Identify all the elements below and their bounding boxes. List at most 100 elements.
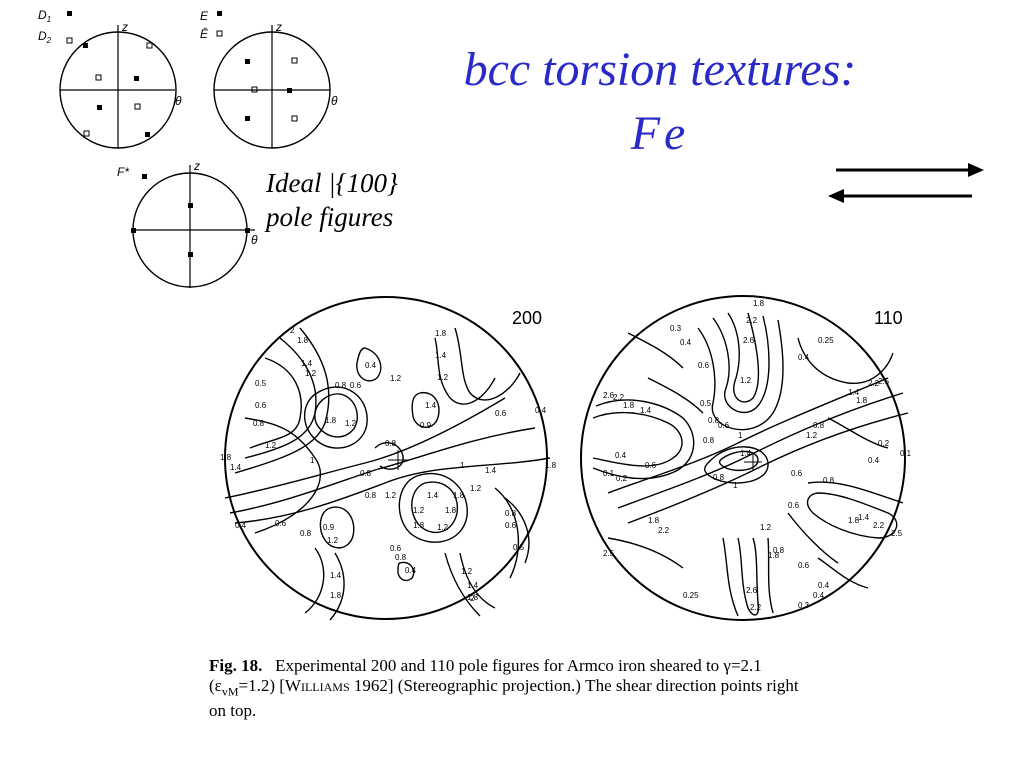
pf110-contour-label: 0.2	[616, 474, 628, 483]
pf110-contour-label: 1.8	[623, 401, 635, 410]
pf110-contour-label: 1.8	[648, 516, 660, 525]
caption-text-2c: 1962] (Stereographic projection.) The sh…	[349, 676, 799, 695]
pf110-contour-label: 0.25	[818, 336, 834, 345]
pf200-contour-label: 1.4	[330, 571, 342, 580]
caption-line-2: (εvM=1.2) [Williams 1962] (Stereographic…	[209, 676, 954, 701]
title-line-1: bcc torsion textures:	[463, 43, 857, 96]
pf110-contour-label: 1	[733, 481, 738, 490]
pf200-contour-label: 1.2	[437, 523, 449, 532]
title-line-2: Fe	[630, 107, 690, 160]
pf200-contour-label: 1.4	[435, 351, 447, 360]
pf200-contour-label: 1.8	[330, 591, 342, 600]
pf110-contour-label: 0.4	[798, 353, 810, 362]
pf200-contour-label: 1.2	[265, 441, 277, 450]
pf110-contour-label: 0.1	[900, 449, 912, 458]
pf200-contour-label: 1.4	[427, 491, 439, 500]
pf200-contour-label: 1.8	[445, 506, 457, 515]
legend-d1: D1	[38, 8, 51, 24]
pf200-contour-label: 1	[310, 456, 315, 465]
pf110-contour-label: 2.6	[746, 586, 758, 595]
axis-theta: θ	[251, 233, 258, 247]
pf110-contour-label: 0.6	[791, 469, 803, 478]
pf110-contour-label: 1.2	[740, 376, 752, 385]
pf200-contour-label: 0.5	[513, 543, 525, 552]
pf110-contour-label: 0.4	[818, 581, 830, 590]
caption-text-2b: =1.2) [	[238, 676, 285, 695]
pf200-contour-label: 0.4	[535, 406, 547, 415]
pf200-contour-label: 1.4	[467, 581, 479, 590]
ideal-pole-figure-f: F* z θ	[117, 159, 258, 288]
caption-epsilon: (ε	[209, 676, 222, 695]
pf200-contour-label: 1.8	[297, 336, 309, 345]
pf110-contour-label: 0.3	[798, 601, 810, 610]
pf110-contour-label: 1.4	[848, 388, 860, 397]
pf110-contour-label: 0.6	[645, 461, 657, 470]
pf110-contour-label: 2.5	[891, 529, 903, 538]
pf200-contour-label: 1.8	[467, 593, 479, 602]
pf200-contour-label: 1.2	[413, 506, 425, 515]
pf200-contour-label: 1.2	[470, 484, 482, 493]
axis-z: z	[275, 20, 282, 34]
ideal-pole-figure-e: E Ē z θ	[200, 9, 338, 149]
pf200-contour-label: 1	[460, 461, 465, 470]
axis-theta: θ	[331, 94, 338, 108]
pf200-contour-label: 0.9	[420, 421, 432, 430]
pf200-contour-label: 0.6	[505, 521, 517, 530]
pf110-contour-label: 1.4	[740, 449, 752, 458]
pf200-contour-label: 1.8	[220, 453, 232, 462]
pf200-contour-label: 1.2	[305, 369, 317, 378]
pf200-contour-label: 1.2	[437, 373, 449, 382]
pole-figure-label: 110	[874, 308, 903, 328]
pf110-contour-label: 2.2	[750, 603, 762, 612]
pf110-contour-label: 2.2	[746, 316, 758, 325]
pf110-contour-label: 0.6	[698, 361, 710, 370]
pf110-contour-label: 0.8	[708, 416, 720, 425]
pf200-contour-label: 0.6	[495, 409, 507, 418]
pf200-contour-label: 1.2	[345, 419, 357, 428]
pf200-contour-label: 0.8	[505, 509, 517, 518]
pf110-contour-label: 0.8	[773, 546, 785, 555]
pf110-contour-label: 0.6	[798, 561, 810, 570]
pf110-contour-label: 1.2	[760, 523, 772, 532]
pf110-contour-label: 2.2	[873, 521, 885, 530]
pf200-contour-label: 0.8	[300, 529, 312, 538]
pf110-contour-label: 2.5	[878, 377, 890, 386]
pf110-contour-label: 1.4	[640, 406, 652, 415]
pf110-contour-label: 0.25	[683, 591, 699, 600]
pf110-contour-label: 2.5	[603, 549, 615, 558]
caption-author: Williams	[284, 676, 350, 695]
pf110-contour-label: 2.2	[868, 379, 880, 388]
pf110-contour-label: 1.8	[856, 396, 868, 405]
pf110-contour-label: 2.6	[743, 336, 755, 345]
pf110-contour-label: 0.4	[680, 338, 692, 347]
pf200-contour-label: 1.2	[390, 374, 402, 383]
pf200-contour-label: 1.8	[435, 329, 447, 338]
pf200-contour-label: 0.8	[365, 491, 377, 500]
pf200-contour-label: 1.2	[327, 536, 339, 545]
legend-d2: D2	[38, 29, 52, 45]
pf200-contour-label: 1.8	[545, 461, 557, 470]
pf200-contour-label: 0.4	[365, 361, 377, 370]
pf200-contour-label: 0.6	[350, 381, 362, 390]
pf200-contour-label: 1.8	[413, 521, 425, 530]
slide-title: bcc torsion textures: Fe	[380, 38, 940, 166]
pf110-contour-label: 1.8	[768, 551, 780, 560]
axis-z: z	[193, 159, 200, 173]
pf200-contour-label: 0.8	[335, 381, 347, 390]
figure-caption: Fig. 18. Experimental 200 and 110 pole f…	[209, 656, 954, 721]
pf200-contour-label: 0.4	[405, 566, 417, 575]
pole-figure-label: 200	[512, 308, 542, 328]
pf110-contour-label: 2.6	[603, 391, 615, 400]
pf110-contour-label: 1.2	[806, 431, 818, 440]
caption-text-1: Experimental 200 and 110 pole figures fo…	[275, 656, 762, 675]
caption-line-3: on top.	[209, 701, 257, 721]
pf110-contour-label: 0.8	[823, 476, 835, 485]
pf200-contour-label: 1.4	[485, 466, 497, 475]
pf110-contour-label: 0.8	[813, 421, 825, 430]
pf200-contour-label: 0.6	[255, 401, 267, 410]
pf200-contour-label: 0.9	[323, 523, 335, 532]
pf200-contour-label: 1.4	[301, 359, 313, 368]
pf200-contour-label: 1.2	[461, 567, 473, 576]
legend-f-star: F*	[117, 165, 129, 179]
pf200-contour-label: 1.8	[325, 416, 337, 425]
